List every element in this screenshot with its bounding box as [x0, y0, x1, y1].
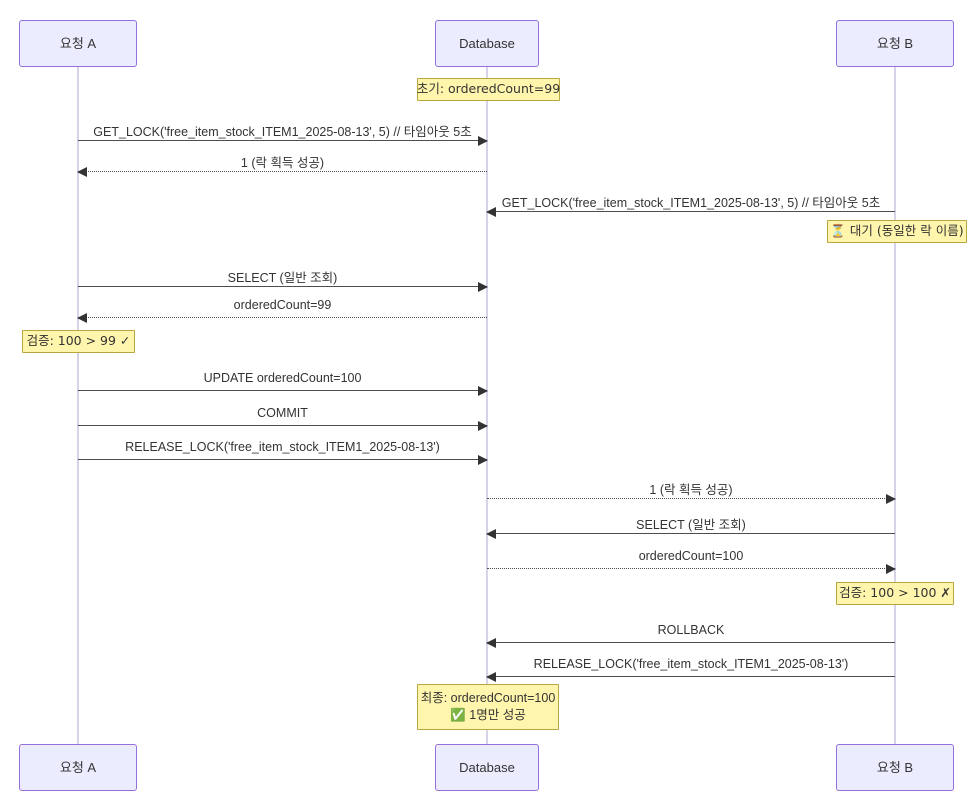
message-line-12: [486, 638, 895, 648]
message-label-2: 1 (락 획득 성공): [240, 156, 325, 170]
arrowhead-left: [77, 167, 87, 177]
arrowhead-left: [486, 638, 496, 648]
arrowhead-right: [886, 494, 896, 504]
note-final-line1: 최종: orderedCount=100: [420, 691, 556, 706]
message-label-13: RELEASE_LOCK('free_item_stock_ITEM1_2025…: [533, 657, 849, 671]
message-line-2: [77, 167, 487, 177]
message-label-11: orderedCount=100: [638, 549, 744, 563]
message-line-6: [78, 386, 488, 396]
message-line-4: [78, 282, 488, 292]
message-label-12: ROLLBACK: [657, 623, 725, 637]
note-initial-text: 초기: orderedCount=99: [416, 81, 561, 97]
arrowhead-left: [486, 529, 496, 539]
message-line-13: [486, 672, 895, 682]
note-initial: 초기: orderedCount=99: [417, 78, 560, 101]
participant-label: 요청 A: [59, 35, 97, 51]
message-label-8: RELEASE_LOCK('free_item_stock_ITEM1_2025…: [125, 440, 440, 454]
note-verify-b: 검증: 100 > 100 ✗: [836, 582, 954, 605]
lifeline-db: [486, 67, 488, 744]
arrowhead-right: [478, 282, 488, 292]
participant-bottom-a[interactable]: 요청 A: [19, 744, 137, 791]
message-label-6: UPDATE orderedCount=100: [203, 371, 362, 385]
note-verify-a: 검증: 100 > 99 ✓: [22, 330, 135, 353]
arrowhead-right: [886, 564, 896, 574]
note-verify-b-text: 검증: 100 > 100 ✗: [839, 585, 951, 601]
lifeline-b: [894, 67, 896, 744]
message-label-10: SELECT (일반 조회): [636, 518, 746, 532]
message-line-3: [486, 207, 895, 217]
note-final: 최종: orderedCount=100 ✅ 1명만 성공: [417, 684, 559, 730]
arrowhead-right: [478, 136, 488, 146]
message-line-7: [78, 421, 488, 431]
participant-top-b[interactable]: 요청 B: [836, 20, 954, 67]
participant-label: 요청 B: [876, 759, 914, 775]
message-line-8: [78, 455, 488, 465]
participant-bottom-db[interactable]: Database: [435, 744, 539, 791]
message-line-5: [77, 313, 487, 323]
arrowhead-left: [486, 672, 496, 682]
note-waiting-text: ⏳ 대기 (동일한 락 이름): [830, 223, 964, 239]
arrowhead-left: [486, 207, 496, 217]
note-final-line2: ✅ 1명만 성공: [450, 708, 526, 722]
participant-label: Database: [459, 759, 515, 775]
participant-label: Database: [459, 35, 515, 51]
arrowhead-right: [478, 421, 488, 431]
message-label-9: 1 (락 획득 성공): [649, 483, 733, 497]
note-waiting: ⏳ 대기 (동일한 락 이름): [827, 220, 967, 243]
participant-label: 요청 B: [876, 35, 914, 51]
note-verify-a-text: 검증: 100 > 99 ✓: [26, 333, 131, 349]
message-line-9: [487, 494, 896, 504]
message-line-11: [487, 564, 896, 574]
participant-bottom-b[interactable]: 요청 B: [836, 744, 954, 791]
message-label-1: GET_LOCK('free_item_stock_ITEM1_2025-08-…: [93, 125, 472, 139]
arrowhead-right: [478, 386, 488, 396]
participant-top-a[interactable]: 요청 A: [19, 20, 137, 67]
message-label-5: orderedCount=99: [233, 298, 332, 312]
participant-top-db[interactable]: Database: [435, 20, 539, 67]
participant-label: 요청 A: [59, 759, 97, 775]
message-label-4: SELECT (일반 조회): [227, 271, 338, 285]
message-label-3: GET_LOCK('free_item_stock_ITEM1_2025-08-…: [501, 196, 881, 210]
lifeline-a: [77, 67, 79, 744]
message-label-7: COMMIT: [257, 406, 308, 420]
arrowhead-left: [77, 313, 87, 323]
message-line-10: [486, 529, 895, 539]
message-line-1: [78, 136, 488, 146]
arrowhead-right: [478, 455, 488, 465]
